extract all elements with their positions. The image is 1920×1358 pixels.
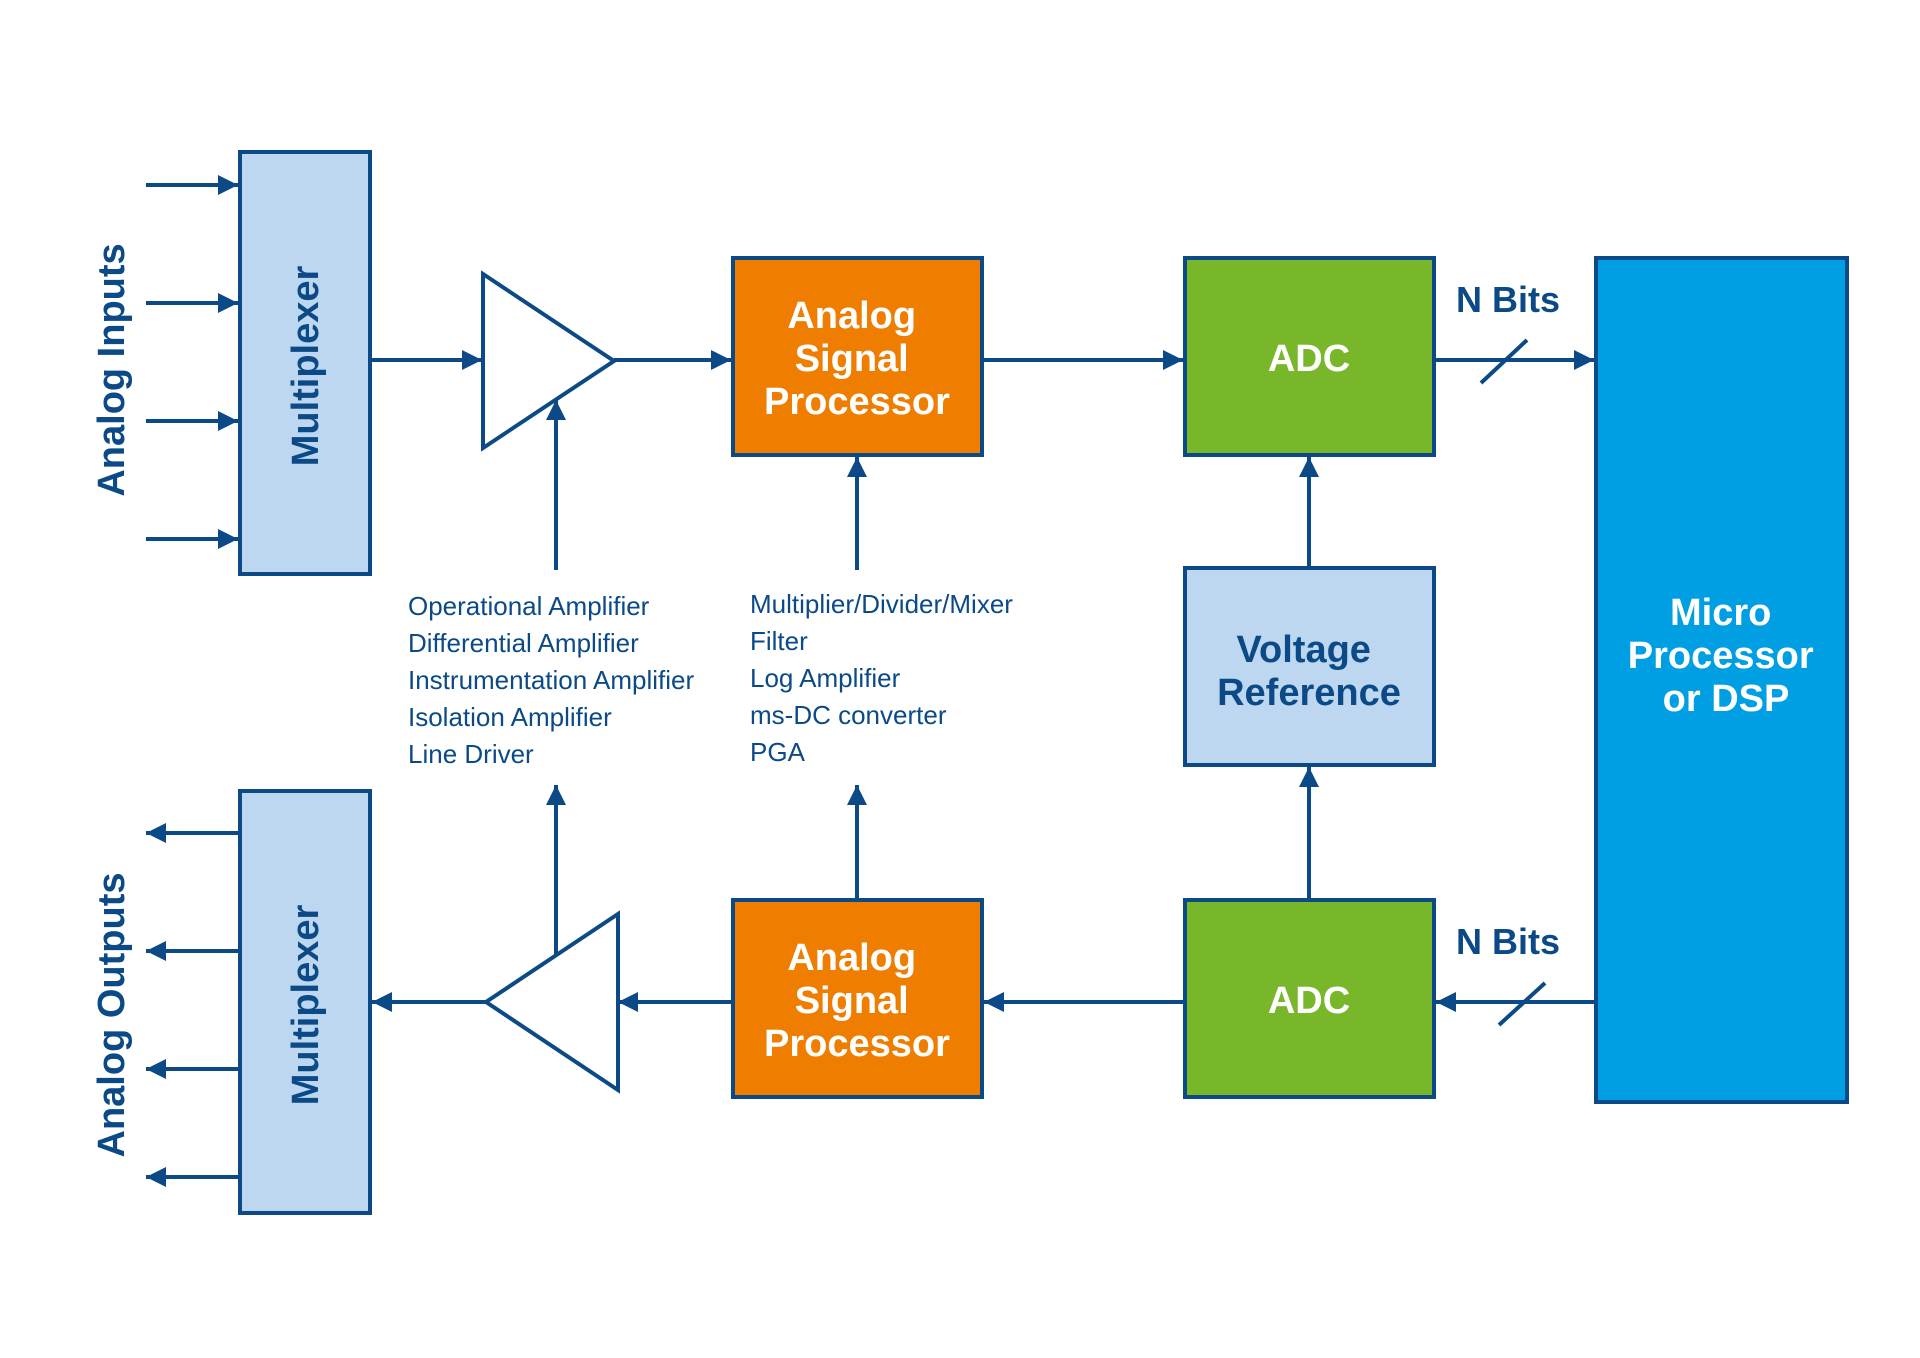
multiplexer-top-label: Multiplexer [285, 265, 327, 466]
analog-output-arrows [146, 823, 240, 1187]
analog-signal-processor-top: Analog Signal Processor [731, 256, 984, 457]
amp-type-4: Isolation Amplifier [408, 702, 612, 732]
n-bits-top-label: N Bits [1456, 279, 1560, 320]
mpu-line-2: Processor [1628, 635, 1814, 677]
asp-top-line-3: Processor [764, 381, 950, 423]
multiplexer-top: Multiplexer [238, 150, 372, 576]
vref-line-1: Voltage [1237, 629, 1371, 671]
asp-type-5: PGA [750, 737, 806, 767]
asp-top-line-2: Signal [795, 338, 909, 380]
amplifier-bottom-icon [482, 910, 620, 1094]
n-bits-bottom-label: N Bits [1456, 921, 1560, 962]
analog-signal-processor-bottom: Analog Signal Processor [731, 898, 984, 1099]
microprocessor-dsp: Micro Processor or DSP [1594, 256, 1849, 1104]
amp-type-5: Line Driver [408, 739, 534, 769]
svg-text:Analog Signal Proc: Analog Signal Processor [764, 937, 950, 1065]
amp-type-3: Instrumentation Amplifier [408, 665, 694, 695]
vref-line-2: Reference [1217, 672, 1401, 714]
adc-bottom-label: ADC [1268, 980, 1350, 1022]
multiplexer-bottom: Multiplexer [238, 789, 372, 1215]
adc-top-label: ADC [1268, 338, 1350, 380]
analog-input-arrows [146, 175, 238, 549]
adc-top: ADC [1183, 256, 1436, 457]
multiplexer-bottom-label: Multiplexer [285, 904, 327, 1105]
asp-type-3: Log Amplifier [750, 663, 901, 693]
svg-text:Multiplier/Divider/Mixer F: Multiplier/Divider/Mixer Filter Log Ampl… [750, 589, 1020, 767]
svg-text:Micro Processor or: Micro Processor or DSP [1628, 592, 1824, 720]
voltage-reference: Voltage Reference [1183, 566, 1436, 767]
asp-bottom-line-1: Analog [787, 937, 916, 979]
analog-outputs-label: Analog Outputs [91, 873, 133, 1158]
adc-bottom: ADC [1183, 898, 1436, 1099]
asp-bottom-line-2: Signal [795, 980, 909, 1022]
amplifier-top-icon [481, 270, 618, 452]
asp-type-2: Filter [750, 626, 808, 656]
bus-slash-bottom-icon [1497, 981, 1547, 1027]
amp-type-2: Differential Amplifier [408, 628, 639, 658]
amp-type-1: Operational Amplifier [408, 591, 650, 621]
asp-bottom-line-3: Processor [764, 1023, 950, 1065]
analog-inputs-label: Analog Inputs [91, 243, 133, 496]
asp-top-line-1: Analog [787, 295, 916, 337]
asp-type-4: ms-DC converter [750, 700, 947, 730]
mpu-line-1: Micro [1670, 592, 1771, 634]
mpu-line-3: or DSP [1663, 678, 1790, 720]
svg-text:Analog Signal Proc: Analog Signal Processor [764, 295, 950, 423]
bus-slash-top-icon [1479, 338, 1529, 385]
svg-text:Voltage Reference: Voltage Reference [1217, 629, 1401, 714]
svg-text:Operational Amplifier Diff: Operational Amplifier Differential Ampli… [408, 591, 701, 769]
asp-type-1: Multiplier/Divider/Mixer [750, 589, 1013, 619]
